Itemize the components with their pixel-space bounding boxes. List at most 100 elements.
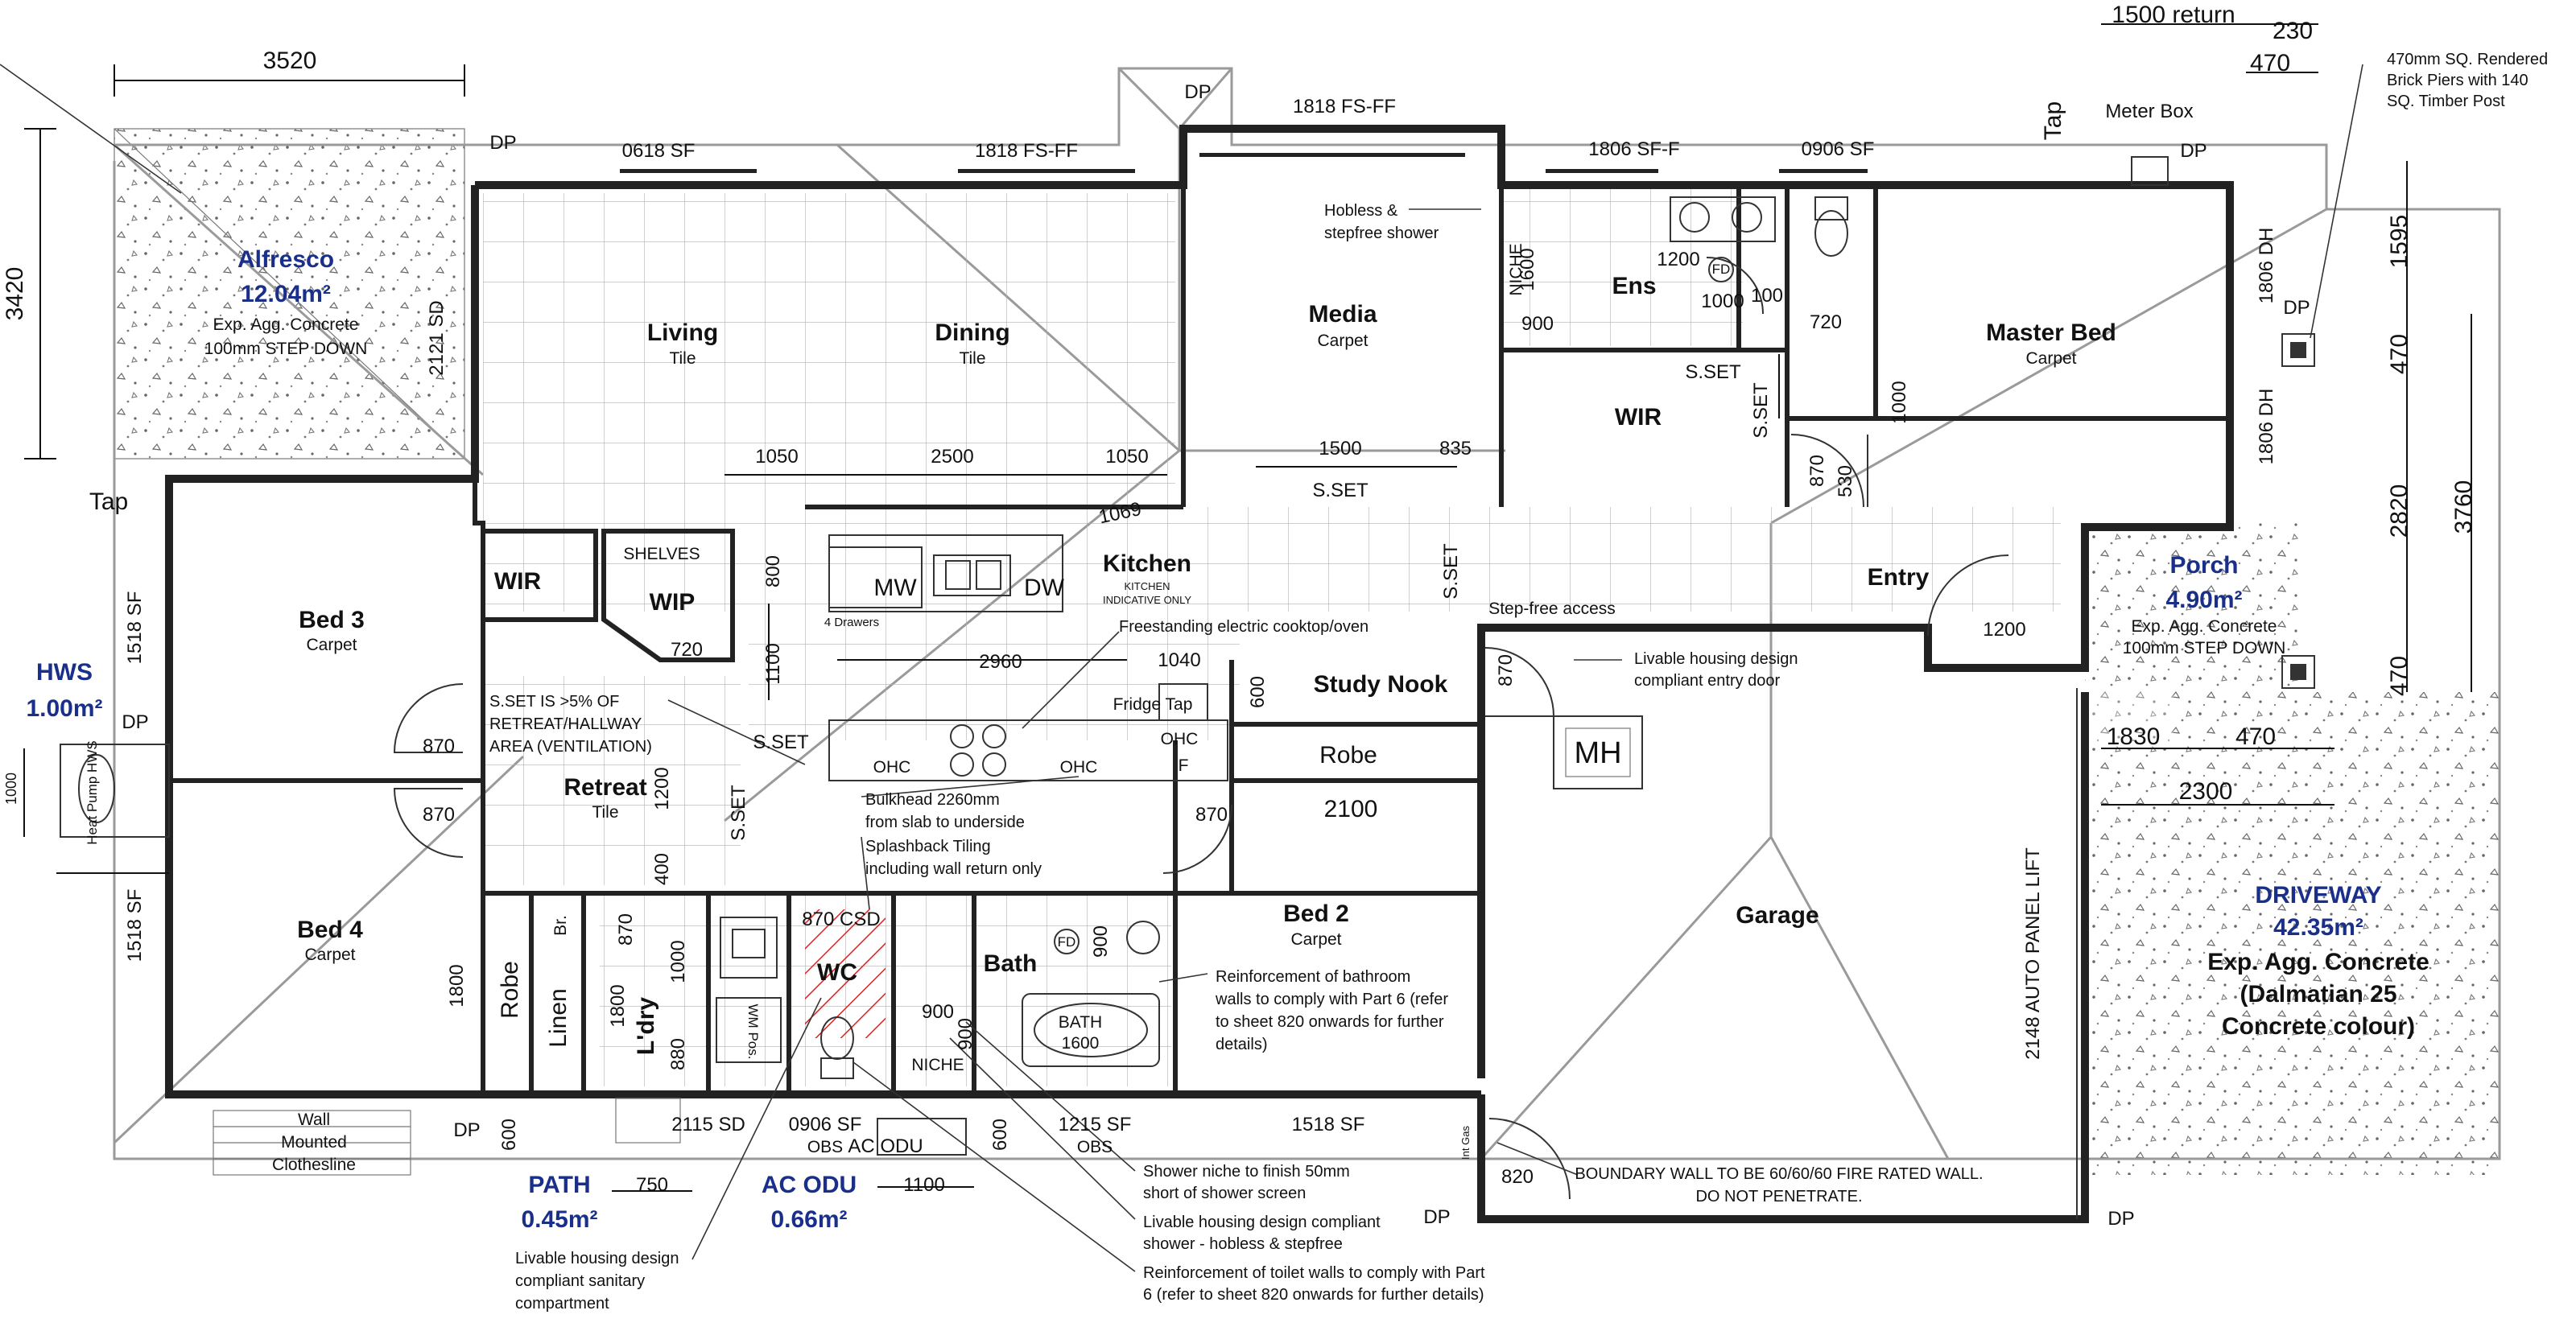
tap-left: Tap (89, 488, 128, 515)
lh-shower-note-2: shower - hobless & stepfree (1143, 1235, 1343, 1253)
bed4-label: Bed 4 (297, 917, 363, 943)
notes: 470mm SQ. Rendered Brick Piers with 140 … (489, 51, 2548, 1313)
lh-sanitary-note-1: Livable housing design (515, 1250, 679, 1267)
sset-vent-note-3: AREA (VENTILATION) (489, 738, 652, 756)
entry-tiles (1465, 507, 2061, 612)
dim-1000-master: 1000 (1889, 381, 1910, 423)
dim-2300: 2300 (2179, 778, 2233, 805)
bed3-label: Bed 3 (299, 607, 365, 633)
dim-3760: 3760 (2450, 480, 2477, 534)
ensuite-tiles (1501, 189, 1743, 346)
shower-note-1: Hobless & (1324, 202, 1398, 220)
dim-1800-linen: 1800 (607, 984, 629, 1027)
porch-label: Porch (2169, 552, 2238, 579)
kitchen-note: KITCHEN (1124, 580, 1170, 592)
dishwasher-label: DW (1024, 575, 1065, 601)
alfresco-desc: Exp. Agg. Concrete (213, 315, 359, 334)
piers-note-2: Brick Piers with 140 (2387, 72, 2529, 89)
retreat-label: Retreat (564, 774, 646, 801)
boundary-note-2: DO NOT PENETRATE. (1695, 1188, 1862, 1205)
dim-1050-b: 1050 (1105, 446, 1148, 468)
splashback-note-2: including wall return only (865, 860, 1042, 878)
dim-2100: 2100 (1324, 796, 1378, 822)
dim-1000-ens: 1000 (1701, 291, 1744, 312)
media-finish: Carpet (1317, 332, 1368, 350)
ohc-label-3: OHC (1161, 730, 1199, 748)
dim-600-path: 600 (498, 1119, 520, 1151)
downpipe-6: DP (453, 1119, 480, 1141)
kitchen-indicative: INDICATIVE ONLY (1103, 594, 1191, 606)
downpipe-1: DP (489, 132, 516, 154)
broom-label: Br. (551, 915, 570, 936)
room-labels: Alfresco 12.04m² Exp. Agg. Concrete 100m… (26, 246, 2429, 1233)
niche-note-1: Shower niche to finish 50mm (1143, 1163, 1350, 1181)
dim-1100: 1100 (762, 643, 784, 685)
leader-lines (0, 64, 2363, 1272)
window-1806dh-2: 1806 DH (2256, 389, 2277, 465)
dimension-lines (23, 23, 2472, 1192)
ohc-label-1: OHC (873, 758, 911, 777)
hallway-tiles (483, 507, 1465, 612)
driveway-colour-2: Concrete colour) (2222, 1013, 2415, 1040)
dim-2820: 2820 (2386, 484, 2413, 538)
driveway-area: 42.35m² (2273, 914, 2363, 941)
wm-position: WM Pos. (745, 1004, 761, 1060)
dim-1000-hws: 1000 (3, 773, 19, 805)
sset-media: S.SET (1312, 480, 1368, 501)
alfresco-area: 12.04m² (241, 281, 331, 307)
alfresco-slab (114, 128, 465, 460)
ac-odu-label: AC ODU (762, 1172, 857, 1198)
dim-1200-entry: 1200 (1983, 619, 2025, 641)
dim-230: 230 (2273, 18, 2313, 44)
step-free-label: Step-free access (1488, 600, 1616, 618)
driveway-colour: (Dalmatian 25 (2240, 981, 2396, 1008)
drawers-label: 4 Drawers (824, 616, 879, 629)
window-1518-bed4: 1518 SF (124, 889, 146, 962)
reinf-bath-note-3: to sheet 820 onwards for further (1216, 1013, 1444, 1031)
wc-csd-label: 870 CSD (802, 909, 880, 930)
heat-pump-label: Heat Pump HWS (85, 740, 100, 844)
dim-900-ens: 900 (1521, 313, 1554, 335)
entry-label: Entry (1868, 564, 1930, 591)
kitchen-tiles (749, 612, 1240, 740)
master-bed-label: Master Bed (1986, 319, 2116, 346)
downpipe-4: DP (2283, 297, 2310, 319)
downpipe-2: DP (1184, 81, 1211, 103)
dim-530: 530 (1835, 465, 1856, 497)
misc-labels: DP DP DP DP DP DP DP DP Tap Tap Meter Bo… (85, 2, 2310, 1230)
lh-sanitary-note-2: compliant sanitary (515, 1272, 645, 1290)
sset-retreat: S.SET (753, 731, 809, 753)
driveway-slab (2089, 692, 2500, 1175)
dim-870-bed3: 870 (423, 736, 455, 757)
window-0906-wc: 0906 SF (789, 1114, 862, 1135)
study-robe-label: Robe (1319, 742, 1377, 769)
internal-walls (169, 185, 2230, 1094)
dim-1830: 1830 (2107, 723, 2161, 750)
wip-label: WIP (650, 589, 696, 616)
bulkhead-note-2: from slab to underside (865, 814, 1025, 831)
dim-2121-sd: 2121 SD (426, 300, 448, 375)
entry-door-note-2: compliant entry door (1634, 672, 1781, 690)
hws-label: HWS (36, 659, 93, 686)
porch-step: 100mm STEP DOWN (2123, 639, 2286, 657)
microwave-label: MW (873, 575, 917, 601)
dim-470-c: 470 (2250, 50, 2290, 76)
dim-870-bed2: 870 (1195, 804, 1228, 826)
downpipe-7: DP (1423, 1206, 1450, 1228)
path-label: PATH (528, 1172, 590, 1198)
reinf-toilet-note-2: 6 (refer to sheet 820 onwards for furthe… (1143, 1286, 1484, 1304)
bed3-finish: Carpet (306, 636, 357, 654)
dim-870-ldry: 870 (615, 913, 637, 946)
return-label: 1500 return (2112, 2, 2235, 28)
dim-1000-ldry: 1000 (667, 940, 689, 983)
splashback-note-1: Splashback Tiling (865, 838, 991, 855)
piers-note-3: SQ. Timber Post (2387, 93, 2505, 110)
ac-odu-area: 0.66m² (770, 1206, 847, 1233)
dim-1500: 1500 (1319, 438, 1361, 460)
wc-label: WC (817, 959, 857, 986)
window-1806dh-1: 1806 DH (2256, 228, 2277, 304)
linen-label: Linen (545, 988, 572, 1047)
niche-bath: NICHE (911, 1056, 964, 1074)
sset-ens: S.SET (1685, 361, 1741, 383)
master-wir-label: WIR (1615, 404, 1662, 431)
